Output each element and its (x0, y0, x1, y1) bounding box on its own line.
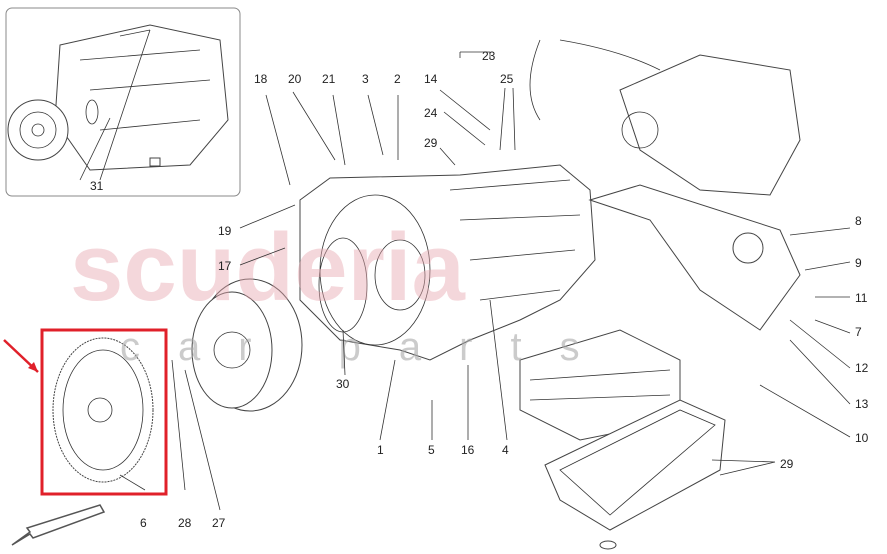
callout-2[interactable]: 2 (394, 72, 401, 86)
inset-frame (5, 7, 241, 197)
callout-13[interactable]: 13 (855, 397, 869, 411)
callout-28[interactable]: 28 (178, 516, 192, 530)
flexplate (52, 337, 154, 483)
leader-lines (79, 29, 851, 511)
callout-19[interactable]: 19 (218, 224, 232, 238)
inset-transmission (7, 24, 229, 171)
red-pointer-arrowhead (28, 362, 38, 372)
callout-31[interactable]: 30 (336, 377, 350, 391)
oil-pan (544, 399, 726, 550)
callout-23[interactable]: 23 (482, 49, 496, 63)
watermark-text: scuderia (70, 214, 465, 321)
callout-9[interactable]: 9 (855, 256, 862, 270)
callout-1[interactable]: 1 (377, 443, 384, 457)
callout-30[interactable]: 31 (90, 179, 104, 193)
callout-25[interactable]: 25 (500, 72, 514, 86)
callout-10[interactable]: 10 (855, 431, 869, 445)
callout-5[interactable]: 5 (428, 443, 435, 457)
callout-29-bottom[interactable]: 29 (780, 457, 794, 471)
callout-16[interactable]: 16 (461, 443, 475, 457)
transmission-housing (299, 164, 596, 361)
callout-18[interactable]: 18 (254, 72, 268, 86)
watermark-subtext: car parts (120, 325, 618, 369)
callout-7[interactable]: 7 (855, 325, 862, 339)
callout-24[interactable]: 24 (424, 106, 438, 120)
direction-arrow (11, 504, 106, 546)
callout-27[interactable]: 27 (212, 516, 226, 530)
crossmember (588, 184, 801, 331)
callout-4[interactable]: 4 (502, 443, 509, 457)
callout-21[interactable]: 21 (322, 72, 336, 86)
callout-20[interactable]: 20 (288, 72, 302, 86)
wiring-harness (529, 39, 661, 121)
callout-17[interactable]: 17 (218, 259, 232, 273)
torque-converter (191, 278, 303, 412)
callout-8[interactable]: 8 (855, 214, 862, 228)
transfer-case (619, 54, 801, 196)
callout-3[interactable]: 3 (362, 72, 369, 86)
callout-29-top[interactable]: 29 (424, 136, 438, 150)
callout-14[interactable]: 14 (424, 72, 438, 86)
callout-11[interactable]: 11 (855, 291, 868, 305)
callout-12[interactable]: 12 (855, 361, 869, 375)
highlight-box (40, 328, 168, 496)
callout-6[interactable]: 6 (140, 516, 147, 530)
